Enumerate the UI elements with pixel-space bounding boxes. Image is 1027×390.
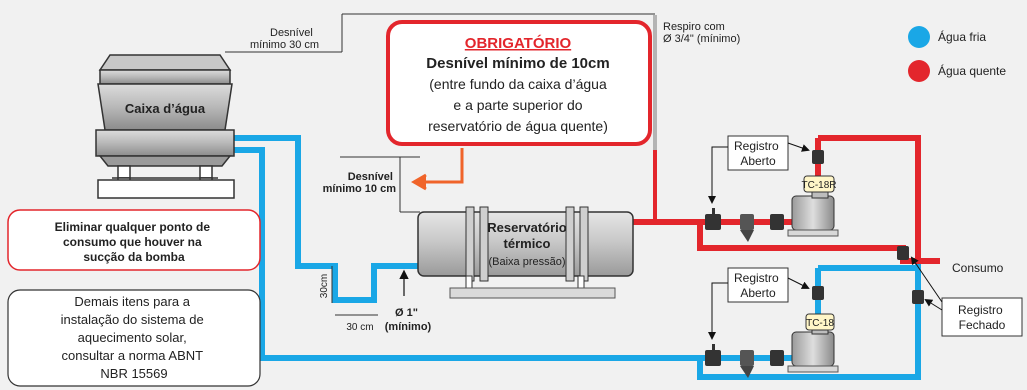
- hot-outlet-pipe: [632, 219, 940, 264]
- consumption-label: Consumo: [952, 261, 1004, 275]
- top-pump-assembly: TC-18R: [705, 150, 839, 242]
- valve-icon: [705, 214, 721, 230]
- hot-water-swatch: [908, 60, 930, 82]
- reservoir-base: [449, 287, 616, 299]
- svg-text:Registro Fechado: Registro Fechado: [958, 303, 1006, 332]
- closed-valve-icon: [897, 246, 909, 260]
- siphon-dimensions: [331, 266, 378, 316]
- reservoir-subtitle: (Baixa pressão): [488, 256, 565, 268]
- callout-arrow: [411, 148, 464, 191]
- dimension-drop-10: [340, 156, 420, 213]
- hot-top-line: [818, 135, 921, 258]
- vertical-30-label: 30cm: [319, 274, 330, 298]
- horizontal-30-label: 30 cm: [346, 322, 373, 333]
- valve-closed-callout: Registro Fechado: [910, 256, 1023, 337]
- callout-line-1: (entre fundo da caixa d’água: [429, 76, 607, 92]
- hot-water-label: Água quente: [938, 63, 1006, 78]
- vent-label: Respiro com Ø 3/4" (mínimo): [663, 21, 740, 45]
- thermal-reservoir: Reservatório térmico (Baixa pressão): [417, 206, 634, 299]
- tank-label: Caixa d’água: [125, 101, 206, 116]
- pump-bottom-label: TC-18: [806, 318, 834, 329]
- water-tank: Caixa d’água: [95, 54, 235, 199]
- svg-text:Registro Aberto: Registro Aberto: [734, 139, 782, 168]
- valve-open-bottom-callout: Registro Aberto: [708, 267, 810, 340]
- callout-line-3: reservatório de água quente): [428, 118, 608, 134]
- pump-icon: [791, 195, 835, 231]
- tank-stand: [97, 165, 235, 199]
- pipe-diameter-label: Ø 1" (mínimo): [385, 307, 432, 333]
- cold-water-swatch: [908, 26, 930, 48]
- reservoir-title-1: Reservatório: [487, 220, 567, 235]
- suction-note: Eliminar qualquer ponto de consumo que h…: [7, 209, 261, 271]
- mandatory-callout: OBRIGATÓRIO Desnível mínimo de 10cm (ent…: [386, 20, 652, 146]
- cold-water-label: Água fria: [938, 29, 986, 44]
- svg-text:Demais itens para a inst: Demais itens para a instalação do sistem…: [61, 294, 208, 381]
- dimension-drop-10-label: Desnível mínimo 10 cm: [323, 171, 397, 195]
- callout-line-2: e a parte superior do: [453, 97, 582, 113]
- reservoir-title-2: térmico: [504, 236, 551, 251]
- callout-title: OBRIGATÓRIO: [465, 34, 572, 52]
- standard-note: Demais itens para a instalação do sistem…: [7, 289, 261, 387]
- legend: Água fria Água quente: [908, 26, 1006, 82]
- pump-icon: [791, 331, 835, 367]
- valve-icon: [705, 350, 721, 366]
- svg-text:Registro Aberto: Registro Aberto: [734, 271, 782, 300]
- pump-top-label: TC-18R: [801, 180, 836, 191]
- valve-open-top-callout: Registro Aberto: [708, 135, 810, 204]
- svg-text:Eliminar qualquer ponto de: Eliminar qualquer ponto de consumo que h…: [55, 220, 214, 264]
- dimension-drop-30: [225, 13, 655, 53]
- callout-subtitle: Desnível mínimo de 10cm: [426, 55, 609, 72]
- bottom-pump-assembly: TC-18: [705, 286, 839, 378]
- cold-feed-pipe: [228, 135, 418, 303]
- dimension-drop-30-label: Desnível mínimo 30 cm: [250, 27, 319, 51]
- closed-valve-icon: [912, 290, 924, 304]
